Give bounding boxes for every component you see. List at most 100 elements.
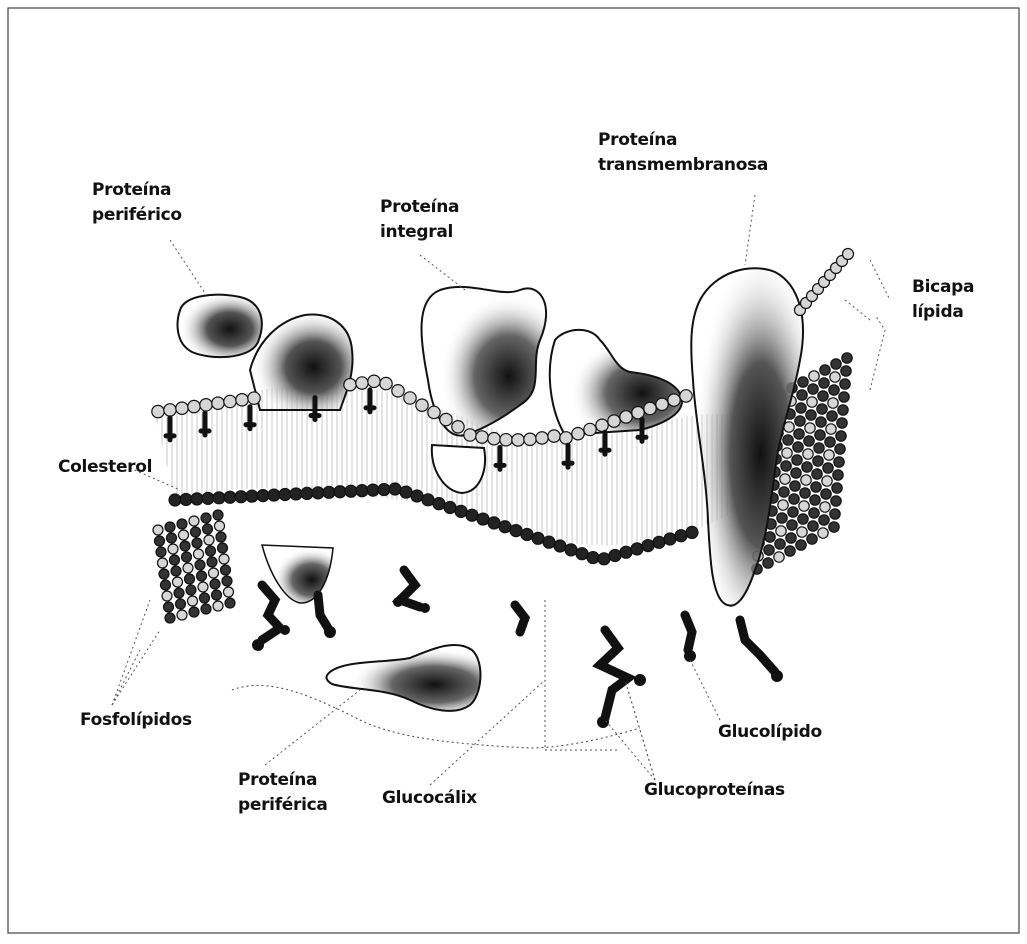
phospholipid-head-dark bbox=[257, 490, 269, 502]
glycolipid-chain bbox=[262, 570, 775, 718]
phospholipid-head bbox=[192, 538, 202, 548]
phospholipid-head-dark bbox=[290, 488, 302, 500]
phospholipid-head bbox=[840, 379, 850, 389]
label-glucolipido: Glucolípido bbox=[718, 720, 822, 745]
phospholipid-head bbox=[783, 435, 793, 445]
phospholipid-head bbox=[152, 405, 164, 417]
phospholipid-head bbox=[218, 543, 228, 553]
phospholipid-head bbox=[804, 436, 814, 446]
phospholipid-head bbox=[572, 428, 584, 440]
phospholipid-head bbox=[188, 400, 200, 412]
phospholipid-head bbox=[829, 522, 839, 532]
phospholipid-head bbox=[206, 546, 216, 556]
phospholipid-head bbox=[204, 535, 214, 545]
phospholipid-head-dark bbox=[510, 525, 522, 537]
phospholipid-head bbox=[608, 415, 620, 427]
label-colesterol: Colesterol bbox=[58, 455, 152, 480]
phospholipid-head bbox=[183, 563, 193, 573]
phospholipid-head bbox=[215, 521, 225, 531]
phospholipid-head bbox=[795, 416, 805, 426]
phospholipid-head bbox=[810, 495, 820, 505]
phospholipid-head bbox=[221, 565, 231, 575]
phospholipid-head bbox=[380, 377, 392, 389]
phospholipid-head bbox=[207, 557, 217, 567]
phospholipid-head-dark bbox=[488, 517, 500, 529]
phospholipid-head bbox=[776, 526, 786, 536]
phospholipid-head bbox=[842, 353, 852, 363]
phospholipid-head bbox=[836, 431, 846, 441]
phospholipid-head bbox=[826, 424, 836, 434]
phospholipid-head bbox=[823, 463, 833, 473]
phospholipid-head bbox=[476, 431, 488, 443]
phospholipid-head bbox=[404, 392, 416, 404]
phospholipid-head bbox=[224, 395, 236, 407]
phospholipid-head bbox=[236, 394, 248, 406]
phospholipid-head-dark bbox=[323, 486, 335, 498]
phospholipid-head bbox=[201, 513, 211, 523]
phospholipid-head bbox=[680, 390, 692, 402]
phospholipid-head bbox=[197, 571, 207, 581]
phospholipid-head bbox=[248, 392, 260, 404]
phospholipid-head-dark bbox=[191, 493, 203, 505]
phospholipid-head-dark bbox=[411, 490, 423, 502]
label-proteina-transmembranosa: Proteína transmembranosa bbox=[598, 128, 768, 178]
phospholipid-head-dark bbox=[598, 553, 610, 565]
phospholipid-head bbox=[186, 585, 196, 595]
phospholipid-head bbox=[833, 470, 843, 480]
phospholipid-head bbox=[831, 496, 841, 506]
phospholipid-head-dark bbox=[576, 548, 588, 560]
phospholipid-head-dark bbox=[444, 502, 456, 514]
phospholipid-head bbox=[644, 402, 656, 414]
phospholipid-head bbox=[791, 468, 801, 478]
phospholipid-head bbox=[182, 552, 192, 562]
phospholipid-head bbox=[828, 398, 838, 408]
phospholipid-head bbox=[837, 418, 847, 428]
phospholipid-head bbox=[224, 587, 234, 597]
phospholipid-head-dark bbox=[224, 491, 236, 503]
phospholipid-head-dark bbox=[532, 532, 544, 544]
phospholipid-head bbox=[176, 599, 186, 609]
phospholipid-head-dark bbox=[378, 484, 390, 496]
phospholipid-head bbox=[179, 530, 189, 540]
phospholipid-head bbox=[808, 384, 818, 394]
phospholipid-head bbox=[201, 604, 211, 614]
phospholipid-head bbox=[656, 398, 668, 410]
phospholipid-head bbox=[173, 577, 183, 587]
phospholipid-head bbox=[416, 399, 428, 411]
phospholipid-head bbox=[210, 579, 220, 589]
phospholipid-head bbox=[200, 593, 210, 603]
phospholipid-head bbox=[777, 513, 787, 523]
phospholipid-head bbox=[212, 397, 224, 409]
phospholipid-head bbox=[831, 359, 841, 369]
label-bicapa-lipida: Bicapa lípida bbox=[912, 275, 974, 325]
phospholipid-head-dark bbox=[642, 540, 654, 552]
phospholipid-head bbox=[800, 488, 810, 498]
phospholipid-head bbox=[796, 540, 806, 550]
phospholipid-head bbox=[219, 554, 229, 564]
phospholipid-head-dark bbox=[235, 491, 247, 503]
phospholipid-head-dark bbox=[213, 492, 225, 504]
phospholipid-head bbox=[799, 501, 809, 511]
phospholipid-head bbox=[790, 481, 800, 491]
phospholipid-head bbox=[812, 469, 822, 479]
phospholipid-head bbox=[167, 533, 177, 543]
phospholipid-head-dark bbox=[455, 505, 467, 517]
phospholipid-head bbox=[209, 568, 219, 578]
phospholipid-head bbox=[843, 249, 854, 260]
phospholipid-head bbox=[811, 482, 821, 492]
phospholipid-head bbox=[165, 522, 175, 532]
phospholipid-head bbox=[794, 429, 804, 439]
phospholipid-head bbox=[803, 449, 813, 459]
phospholipid-head bbox=[198, 582, 208, 592]
phospholipid-head bbox=[344, 379, 356, 391]
phospholipid-head bbox=[500, 434, 512, 446]
phospholipid-head-dark bbox=[312, 487, 324, 499]
phospholipid-head bbox=[789, 494, 799, 504]
phospholipid-head bbox=[216, 532, 226, 542]
phospholipid-head-dark bbox=[334, 486, 346, 498]
phospholipid-head-dark bbox=[279, 489, 291, 501]
phospholipid-head bbox=[392, 385, 404, 397]
phospholipid-head bbox=[841, 366, 851, 376]
phospholipid-head bbox=[830, 372, 840, 382]
